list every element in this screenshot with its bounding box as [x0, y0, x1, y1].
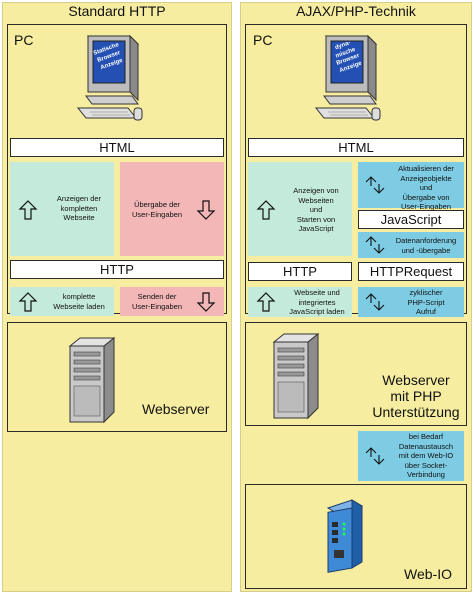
left-server-label: Webserver	[142, 401, 210, 417]
webio-exchange-box: bei Bedarf Datenaustausch mit dem Web-IO…	[358, 431, 464, 481]
left-user-input-box: Übergabe der User-Eingaben	[120, 162, 224, 256]
left-html-box: HTML	[10, 138, 224, 157]
left-show-page-box: Anzeigen der kompletten Webseite	[10, 162, 114, 256]
webio-label: Web-IO	[404, 566, 452, 582]
right-computer-icon	[314, 34, 381, 121]
left-http-box: HTTP	[10, 260, 224, 279]
right-load-page-box: Webseite und integriertes JavaScript lad…	[248, 287, 352, 317]
right-http-box: HTTP	[248, 262, 352, 281]
ajax-title: AJAX/PHP-Technik	[296, 3, 416, 19]
left-load-up-arrow-icon	[18, 292, 38, 312]
left-send-down-arrow-icon	[196, 292, 216, 312]
right-cyclic-script-box: zyklischer PHP-Script Aufruf	[358, 287, 464, 317]
right-data-updown-arrow-icon	[365, 236, 385, 254]
right-cyclic-updown-arrow-icon	[365, 293, 385, 311]
right-show-page-box: Anzeigen von Webseiten und Starten von J…	[248, 162, 352, 256]
right-load-up-arrow-icon	[256, 292, 276, 312]
left-input-down-arrow-icon	[196, 200, 216, 220]
standard-http-title: Standard HTTP	[68, 3, 166, 19]
right-update-updown-arrow-icon	[365, 176, 385, 194]
left-server-icon	[68, 336, 116, 424]
left-send-input-box: Senden der User-Eingaben	[120, 287, 224, 316]
right-html-box: HTML	[248, 138, 464, 157]
left-pc-label: PC	[14, 32, 34, 48]
right-server-label: Webserver mit PHP Unterstützung	[372, 372, 460, 420]
javascript-box: JavaScript	[358, 210, 464, 229]
left-show-up-arrow-icon	[18, 200, 38, 220]
right-server-icon	[272, 332, 320, 420]
webio-exchange-updown-arrow-icon	[365, 447, 385, 465]
left-server-section	[7, 322, 227, 432]
right-pc-label: PC	[253, 32, 273, 48]
left-computer-icon	[76, 34, 143, 121]
right-update-objects-box: Aktualisieren der Anzeigeobjekte und Übe…	[358, 162, 464, 211]
right-data-request-box: Datenanforderung und -übergabe	[358, 232, 464, 258]
right-show-up-arrow-icon	[256, 200, 276, 220]
webio-device-icon	[326, 499, 364, 573]
httprequest-box: HTTPRequest	[358, 262, 464, 281]
left-load-page-box: komplette Webseite laden	[10, 287, 114, 316]
